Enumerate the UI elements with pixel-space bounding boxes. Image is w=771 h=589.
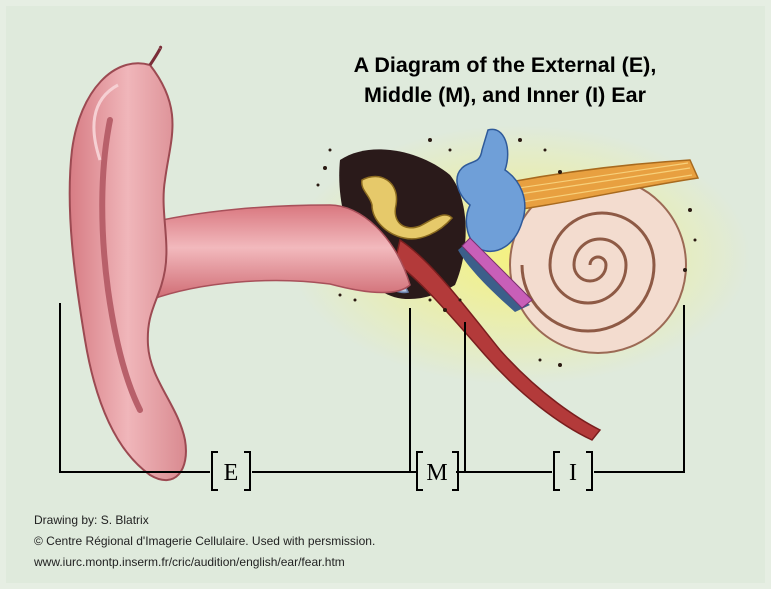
section-label-external: E [224,460,239,486]
section-label-inner: I [569,460,577,486]
diagram-title: A Diagram of the External (E), Middle (M… [285,50,725,110]
credit-author: Drawing by: S. Blatrix [34,510,375,531]
credits-block: Drawing by: S. Blatrix © Centre Régional… [34,510,375,573]
title-line-2: Middle (M), and Inner (I) Ear [285,80,725,110]
bracket-label-external: E [212,452,250,490]
credit-copyright: © Centre Régional d'Imagerie Cellulaire.… [34,531,375,552]
bracket-label-middle: M [417,452,458,490]
title-line-1: A Diagram of the External (E), [285,50,725,80]
credit-url: www.iurc.montp.inserm.fr/cric/audition/e… [34,552,375,573]
section-label-middle: M [426,460,447,486]
bracket-label-inner: I [554,452,592,490]
